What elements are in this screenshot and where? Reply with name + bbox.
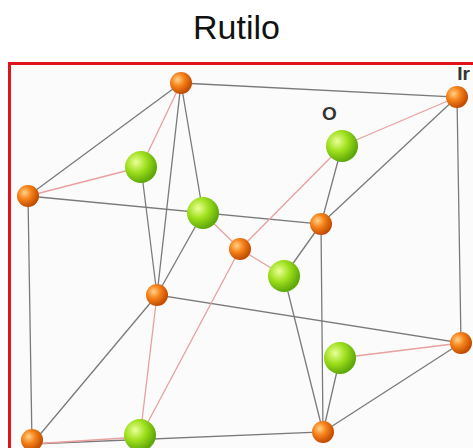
ir-atoms xyxy=(17,72,472,448)
frame xyxy=(10,64,473,448)
cell-edges xyxy=(28,83,461,444)
atom-label: O xyxy=(322,104,337,123)
title: Rutilo xyxy=(0,10,473,44)
atom-label: Ir xyxy=(457,64,470,83)
bonds xyxy=(28,83,461,444)
o-atoms xyxy=(124,130,358,448)
